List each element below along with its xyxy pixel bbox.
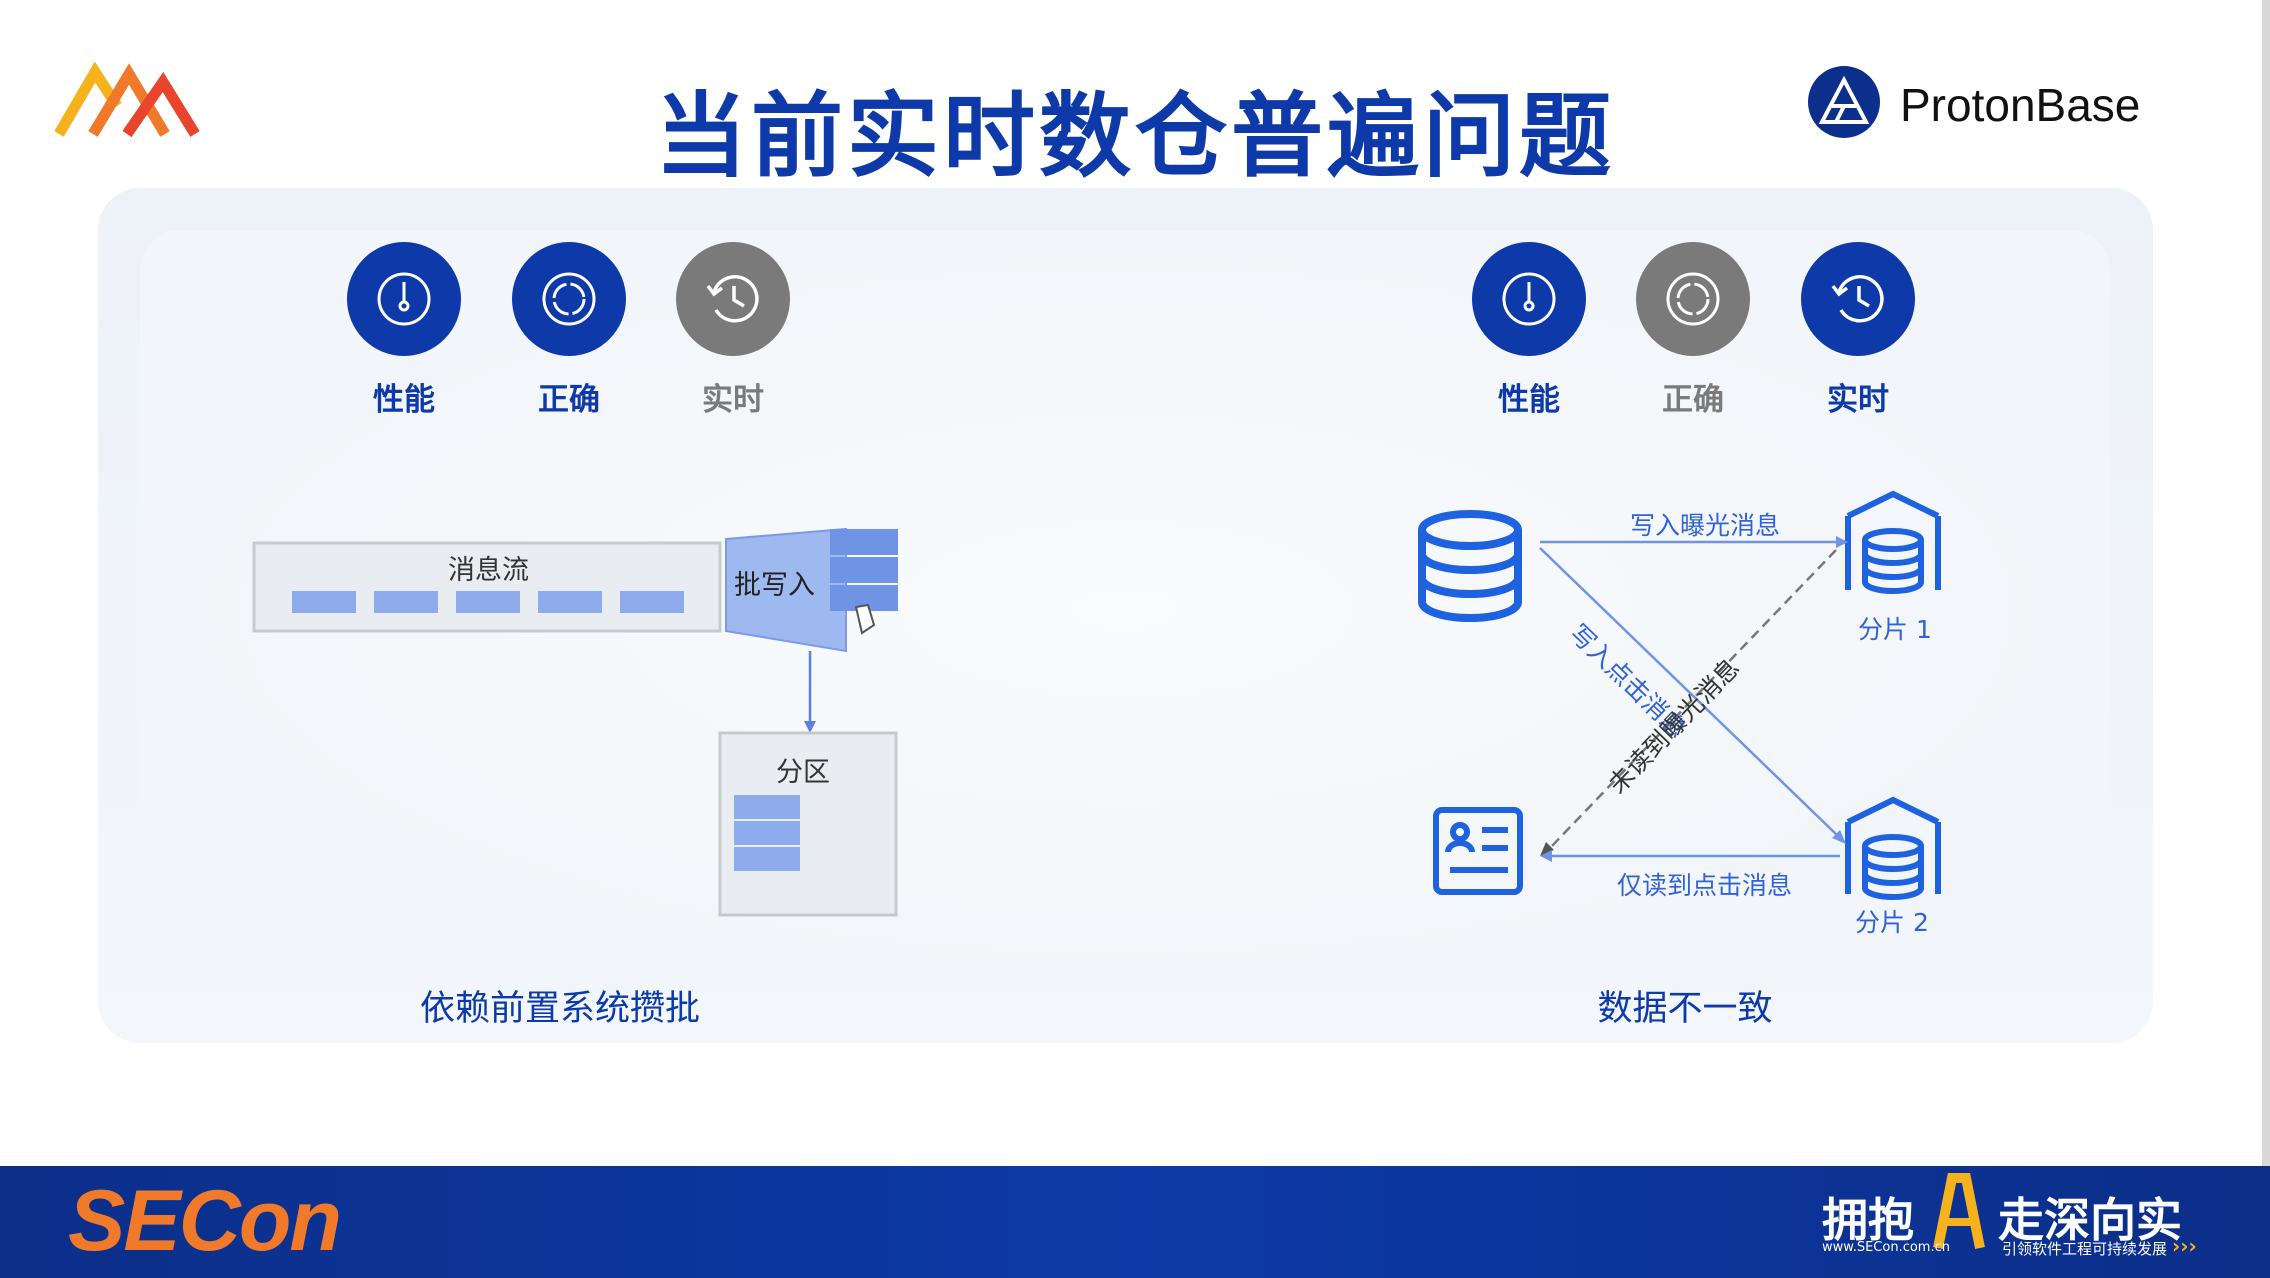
right-realtime-badge — [1801, 242, 1915, 356]
gauge-icon — [1502, 272, 1556, 326]
shard-2-label: 分片 2 — [1855, 908, 1929, 937]
left-performance-label: 性能 — [373, 382, 435, 418]
batch-write-label: 批写入 — [734, 570, 815, 601]
slide-edge — [2262, 0, 2270, 1278]
slogan-embrace: 拥抱 — [1822, 1193, 1914, 1247]
cycle-icon — [1666, 272, 1720, 326]
label-write-exposure: 写入曝光消息 — [1630, 511, 1781, 540]
hand-cursor-icon — [854, 603, 876, 635]
right-correct-badge — [1636, 242, 1750, 356]
shard-1-label: 分片 1 — [1858, 615, 1932, 644]
protonbase-logo-icon — [1808, 66, 1880, 138]
batch-write-diagram — [252, 527, 898, 917]
shard-1-icon — [1845, 490, 1941, 594]
brand-name: ProtonBase — [1900, 79, 2141, 131]
database-icon — [1418, 510, 1522, 622]
left-performance-badge — [347, 242, 461, 356]
history-clock-icon — [1831, 275, 1884, 323]
slogan-deepen: 走深向实 — [1998, 1193, 2182, 1247]
mountain-logo-icon — [55, 62, 200, 138]
stream-label: 消息流 — [448, 555, 529, 586]
left-caption: 依赖前置系统攒批 — [419, 989, 700, 1029]
left-realtime-badge — [676, 242, 790, 356]
right-performance-badge — [1472, 242, 1586, 356]
left-realtime-label: 实时 — [702, 382, 764, 418]
secon-logo: SECon — [68, 1173, 342, 1269]
footer-bar — [0, 1166, 2270, 1278]
right-performance-label: 性能 — [1498, 382, 1560, 418]
page-title: 当前实时数仓普遍问题 — [654, 83, 1615, 190]
inconsistency-diagram — [1418, 490, 1941, 900]
right-realtime-label: 实时 — [1827, 382, 1889, 418]
shard-2-icon — [1845, 796, 1941, 900]
left-correct-label: 正确 — [538, 382, 600, 418]
right-caption: 数据不一致 — [1597, 989, 1773, 1029]
label-read-click-only: 仅读到点击消息 — [1617, 871, 1793, 900]
profile-card-icon — [1433, 807, 1523, 895]
footer-url: www.SECon.com.cn — [1822, 1240, 1950, 1255]
right-correct-label: 正确 — [1662, 382, 1724, 418]
left-correct-badge — [512, 242, 626, 356]
chevrons-icon: ››› — [2172, 1234, 2197, 1258]
ai-logo-icon — [1933, 1173, 1985, 1249]
footer-subslogan: 引领软件工程可持续发展 — [2002, 1240, 2168, 1258]
gauge-icon — [377, 272, 431, 326]
cycle-icon — [542, 272, 596, 326]
partition-label: 分区 — [776, 757, 830, 788]
history-clock-icon — [706, 275, 759, 323]
